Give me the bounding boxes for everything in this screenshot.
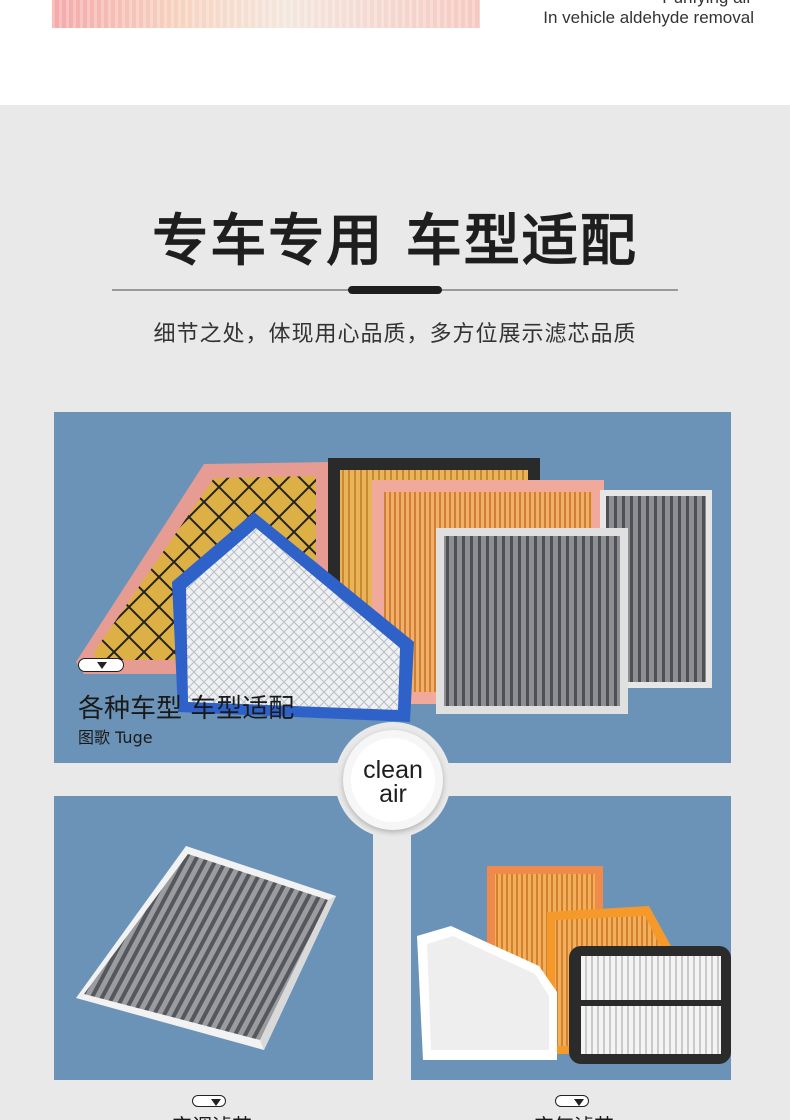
product-panel-all-models: 各种车型 车型适配 图歌 Tuge xyxy=(54,412,731,763)
top-feature-text: In vehicle aldehyde removal xyxy=(543,8,754,27)
clean-air-line1: clean xyxy=(363,756,423,784)
filter-photo-top xyxy=(52,0,480,28)
air-filter-illustration xyxy=(417,866,731,1064)
cabin-filter-caption: 空调滤芯 xyxy=(172,1110,252,1120)
chevron-down-icon xyxy=(78,658,124,672)
clean-air-badge xyxy=(351,738,435,822)
top-strip: Purifying air In vehicle aldehyde remova… xyxy=(0,0,790,105)
panel-caption-brand: 图歌 Tuge xyxy=(78,728,153,747)
air-filter-caption: 空气滤芯 xyxy=(534,1110,614,1120)
chevron-down-icon xyxy=(555,1095,589,1107)
top-cut-text: Purifying air xyxy=(662,0,752,8)
filters-illustration xyxy=(76,458,712,722)
cabin-filter-illustration xyxy=(76,846,336,1050)
product-panel-air-filter xyxy=(411,796,731,1080)
product-panel-cabin-filter xyxy=(54,796,373,1080)
clean-air-line2: air xyxy=(379,780,407,808)
clean-air-label: clean air xyxy=(343,756,443,808)
panel-caption-title: 各种车型 车型适配 xyxy=(78,694,295,724)
chevron-down-icon xyxy=(192,1095,226,1107)
page-title: 专车专用 车型适配 xyxy=(152,209,638,274)
page-subtitle: 细节之处，体现用心品质，多方位展示滤芯品质 xyxy=(153,322,637,347)
divider-accent xyxy=(348,286,442,294)
